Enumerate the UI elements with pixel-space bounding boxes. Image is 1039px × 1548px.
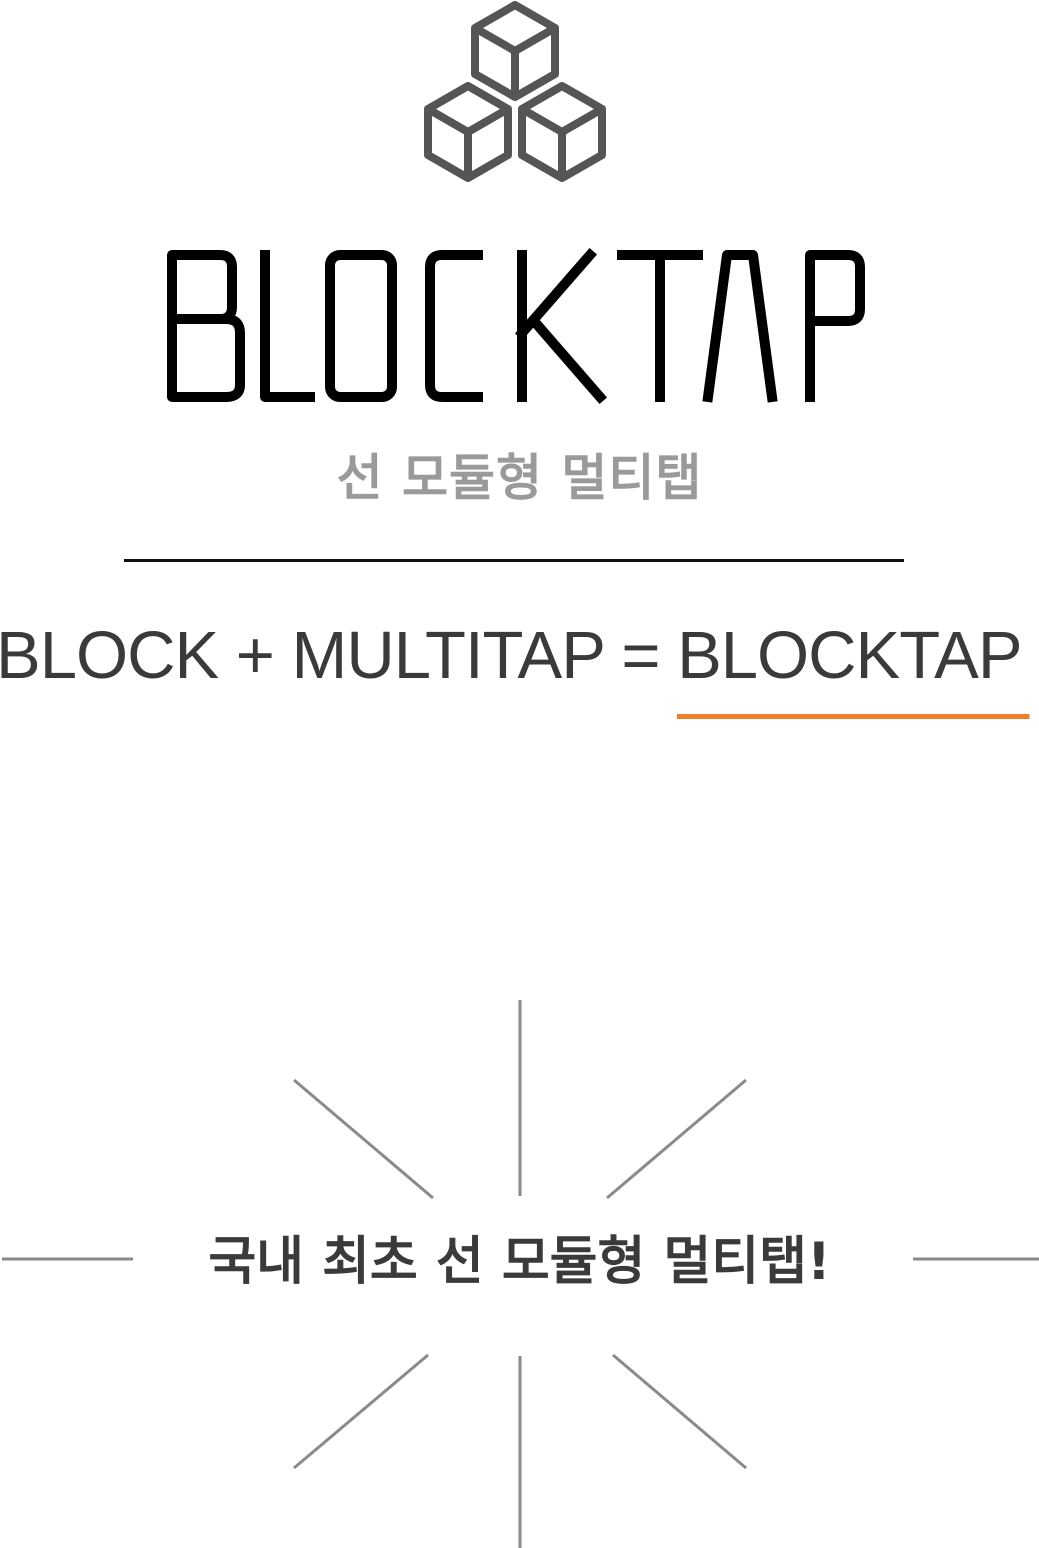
formula-plus: +: [235, 618, 275, 693]
formula-left-term: BLOCK: [0, 618, 219, 693]
highlight-headline: 국내 최초 선 모듈형 멀티탭!: [208, 1232, 831, 1292]
section-divider: [124, 559, 904, 562]
brand-wordmark: [167, 247, 865, 405]
stacked-cubes-icon: [424, 1, 606, 182]
ray-top-right: [606, 1078, 747, 1200]
accent-underline: [677, 714, 1030, 719]
brand-formula: BLOCK + MULTITAP = BLOCKTAP: [0, 616, 1039, 696]
formula-equals: =: [621, 618, 660, 693]
ray-bottom-right: [612, 1353, 747, 1470]
ray-bottom-left: [293, 1353, 429, 1470]
formula-result: BLOCKTAP: [677, 618, 1022, 693]
burst-rays: [2, 1000, 1039, 1548]
product-subtitle: 선 모듈형 멀티탭: [336, 449, 703, 507]
formula-right-term: MULTITAP: [291, 618, 605, 693]
ray-top-left: [293, 1078, 434, 1200]
